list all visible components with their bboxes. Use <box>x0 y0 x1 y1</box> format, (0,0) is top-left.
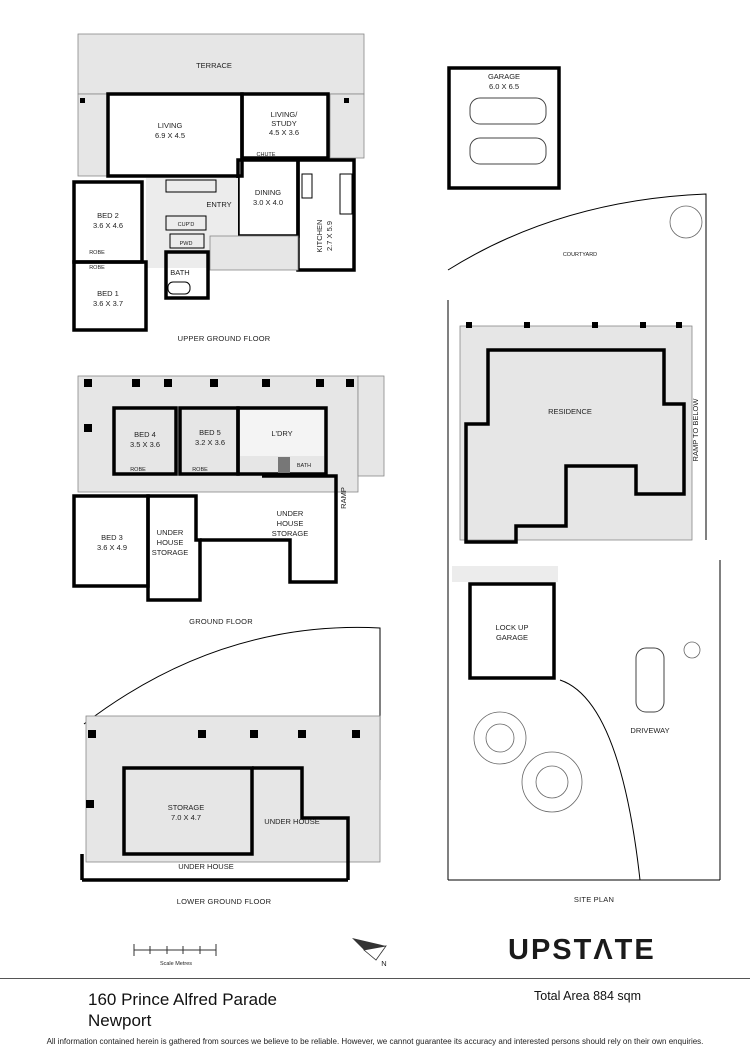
driveway-label: DRIVEWAY <box>630 726 669 735</box>
laundry-label: L'DRY <box>271 429 292 438</box>
upper-bath <box>164 250 210 300</box>
residence-label: RESIDENCE <box>548 407 592 416</box>
bed-1-room <box>72 260 148 332</box>
disclaimer-text: All information contained herein is gath… <box>46 1037 704 1046</box>
bed-4-robe: ROBE <box>130 467 146 473</box>
upper-bath-label: BATH <box>170 268 189 277</box>
garage-room <box>447 66 561 190</box>
ground-floor-caption: GROUND FLOOR <box>189 617 253 626</box>
uhs-right-1: UNDER <box>277 509 304 518</box>
storage-dim: 7.0 X 4.7 <box>171 813 201 822</box>
scale-label: Scale Metres <box>160 961 192 967</box>
address-line-1: 160 Prince Alfred Parade <box>88 990 278 1009</box>
living-study-room <box>240 92 330 160</box>
bed-1-robe: ROBE <box>89 265 105 271</box>
under-house-storage-right <box>200 474 338 584</box>
tree-icon <box>473 205 703 813</box>
bed-5-robe: ROBE <box>192 467 208 473</box>
bed-2-dim: 3.6 X 4.6 <box>93 221 123 230</box>
living-name: LIVING <box>158 121 183 130</box>
address-line-2: Newport <box>88 1011 152 1030</box>
bed-5-name: BED 5 <box>199 428 221 437</box>
lower-ground-floor: STORAGE 7.0 X 4.7 UNDER HOUSE UNDER HOUS… <box>80 626 381 906</box>
pwd-label: PWD <box>180 241 193 247</box>
ramp-to-below-label: RAMP TO BELOW <box>691 398 700 462</box>
scale-bar: Scale Metres <box>133 944 217 967</box>
lockup-label-1: LOCK UP <box>496 623 529 632</box>
bed-3-dim: 3.6 X 4.9 <box>97 543 127 552</box>
ramp-label: RAMP <box>339 487 348 509</box>
under-house-right-room <box>252 766 350 880</box>
north-letter: N <box>381 959 386 968</box>
storage-room <box>122 766 254 856</box>
upper-floor-caption: UPPER GROUND FLOOR <box>178 334 271 343</box>
bed-4-name: BED 4 <box>134 430 156 439</box>
dining-dim: 3.0 X 4.0 <box>253 198 283 207</box>
uhs-left-3: STORAGE <box>152 548 189 557</box>
bed-2-name: BED 2 <box>97 211 119 220</box>
ground-floor: BED 4 3.5 X 3.6 ROBE BED 5 3.2 X 3.6 ROB… <box>72 375 385 626</box>
uhs-right-3: STORAGE <box>272 529 309 538</box>
terrace-area <box>77 33 365 95</box>
living-study-name-2: STUDY <box>271 119 296 128</box>
kitchen-name: KITCHEN <box>315 220 324 253</box>
residence-outline <box>464 348 686 544</box>
terrace-label: TERRACE <box>196 61 232 70</box>
kitchen-room <box>296 158 356 272</box>
bed-5-dim: 3.2 X 3.6 <box>195 438 225 447</box>
total-area: Total Area 884 sqm <box>534 989 642 1003</box>
brand-logo: UPSTΛTE <box>508 934 656 966</box>
living-study-dim: 4.5 X 3.6 <box>269 128 299 137</box>
lockup-label-2: GARAGE <box>496 633 528 642</box>
under-house-bottom-label: UNDER HOUSE <box>178 862 233 871</box>
cupboard-label: CUP'D <box>178 222 195 228</box>
site-plan: COURTYARD RESIDENCE RAMP TO BELOW LOCK U… <box>447 193 721 904</box>
bed-1-name: BED 1 <box>97 289 119 298</box>
bed-2-robe: ROBE <box>89 250 105 256</box>
floor-plan-drawing: TERRACE LIVING 6.9 X 4.5 LIVING/ STUDY 4… <box>72 33 721 968</box>
garage-name: GARAGE <box>488 72 520 81</box>
car-icon <box>469 137 547 165</box>
dining-name: DINING <box>255 188 281 197</box>
kitchen-dim: 2.7 X 5.9 <box>325 221 334 251</box>
laundry-room <box>236 406 328 476</box>
living-dim: 6.9 X 4.5 <box>155 131 185 140</box>
garage-dim: 6.0 X 6.5 <box>489 82 519 91</box>
storage-name: STORAGE <box>168 803 205 812</box>
bed-4-room <box>112 406 178 476</box>
uhs-left-1: UNDER <box>157 528 184 537</box>
entry-label: ENTRY <box>206 200 231 209</box>
car-icon <box>635 647 665 713</box>
site-plan-caption: SITE PLAN <box>574 895 614 904</box>
lower-floor-caption: LOWER GROUND FLOOR <box>177 897 272 906</box>
bed-3-name: BED 3 <box>101 533 123 542</box>
uhs-left-2: HOUSE <box>157 538 184 547</box>
bed-1-dim: 3.6 X 3.7 <box>93 299 123 308</box>
uhs-right-2: HOUSE <box>277 519 304 528</box>
upper-ground-floor: TERRACE LIVING 6.9 X 4.5 LIVING/ STUDY 4… <box>72 33 365 343</box>
bed-4-dim: 3.5 X 3.6 <box>130 440 160 449</box>
chute-label: CHUTE <box>257 152 276 158</box>
lockup-garage <box>468 582 556 680</box>
footer-divider <box>0 978 750 979</box>
under-house-right-label: UNDER HOUSE <box>264 817 319 826</box>
car-icon <box>469 97 547 125</box>
ground-bath-label: BATH <box>297 463 311 469</box>
living-study-name-1: LIVING/ <box>271 110 299 119</box>
garage-plan: GARAGE 6.0 X 6.5 <box>447 66 561 190</box>
courtyard-label: COURTYARD <box>563 252 597 258</box>
north-arrow-icon: N <box>352 938 387 968</box>
